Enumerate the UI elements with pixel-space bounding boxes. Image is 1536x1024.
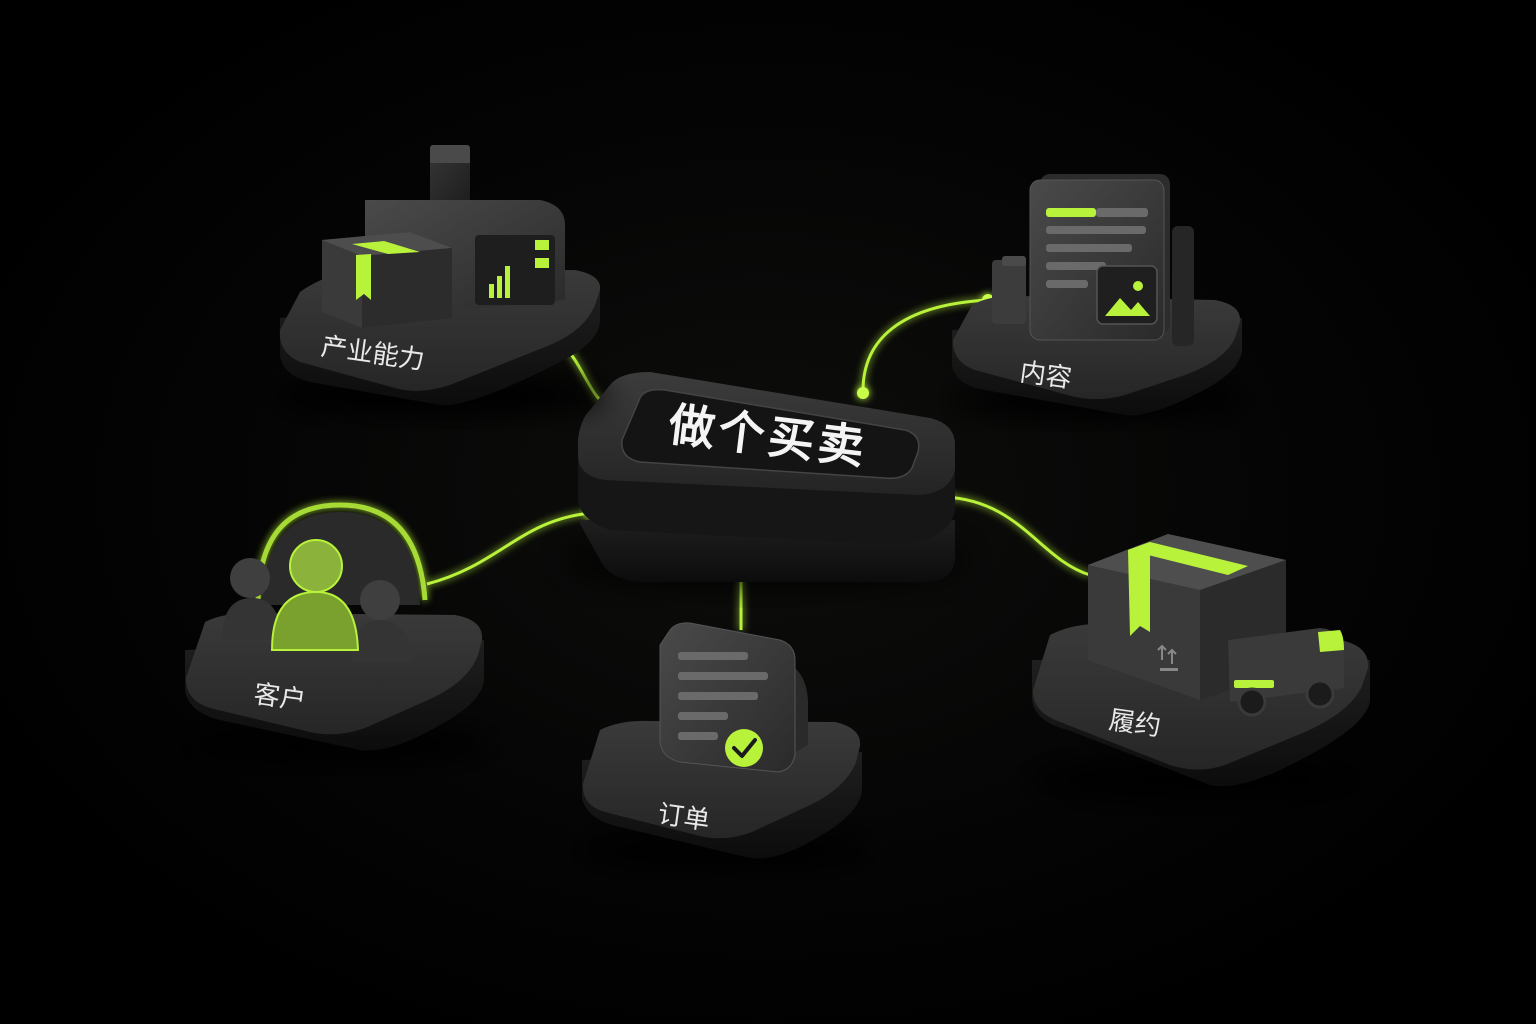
node-order[interactable]: 订单 <box>575 622 875 870</box>
connector-content <box>861 298 989 394</box>
node-customer-label: 客户 <box>252 680 308 717</box>
connector-customer <box>426 511 592 586</box>
node-fulfillment-label: 履约 <box>1107 706 1163 743</box>
users-icon <box>222 502 428 662</box>
node-order-label: 订单 <box>656 800 712 837</box>
node-industry[interactable]: 产业能力 <box>270 145 610 417</box>
node-fulfillment[interactable]: 履约 <box>1025 534 1370 802</box>
connector-fulfillment <box>943 495 1091 577</box>
node-content[interactable]: 内容 <box>950 174 1250 420</box>
factory-icon <box>322 145 565 328</box>
package-truck-icon <box>1088 534 1344 717</box>
document-image-icon <box>992 174 1194 346</box>
receipt-check-icon <box>659 622 808 773</box>
node-customer[interactable]: 客户 <box>175 502 495 765</box>
node-content-label: 内容 <box>1018 358 1074 395</box>
center-hub[interactable]: 做个买卖 <box>565 372 965 590</box>
